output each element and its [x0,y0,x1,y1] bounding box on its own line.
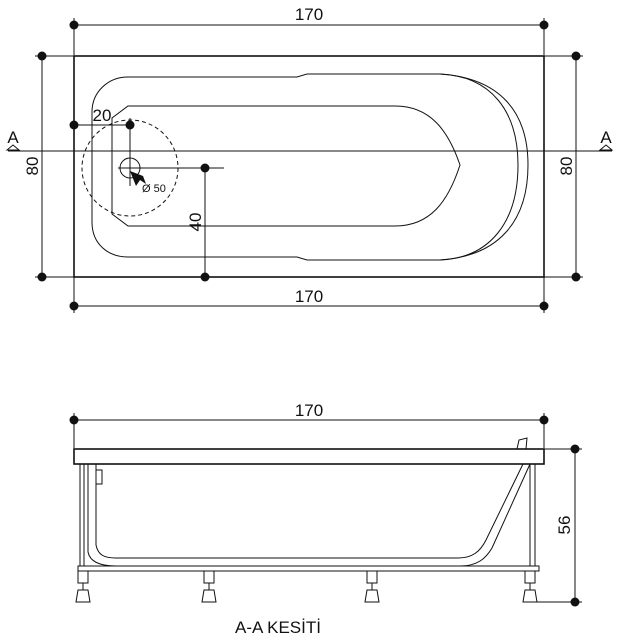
section-marker-right: A [600,128,612,147]
drain-offset-y-dimension: 40 [118,163,224,282]
section-height-dimension: 56 [537,444,582,607]
top-length-dimension: 170 [69,5,549,55]
right-width-label: 80 [557,157,576,176]
section-view: 170 [69,401,582,637]
left-width-dimension: 80 [23,51,74,282]
drain-offset-x-label: 20 [93,106,112,125]
left-width-label: 80 [23,157,42,176]
plan-view: 170 80 80 A A [5,5,614,313]
section-tub-inner-wall [87,463,531,567]
right-width-dimension: 80 [544,51,583,282]
support-leg-3 [364,570,380,603]
drain-offset-y-label: 40 [186,213,205,232]
section-tub-body [95,463,524,559]
section-arrow-right [598,144,614,151]
bottom-length-dimension: 170 [69,277,549,313]
section-length-dimension: 170 [69,401,549,448]
bottom-length-label: 170 [295,287,323,306]
section-rim [73,448,545,465]
tub-end-shell [439,73,529,261]
section-marker-left: A [7,128,19,147]
section-length-label: 170 [295,401,323,420]
drain-offset-x-dimension: 20 [69,106,135,186]
overflow-fitting [95,469,103,485]
overflow-spout [516,437,528,450]
drain-pointer-arrow [130,171,146,186]
tub-basin-outer-outline [91,73,519,261]
section-caption: A-A KESİTİ [235,618,321,637]
section-arrow-left [5,144,21,151]
tub-outer-rim [73,55,545,278]
support-leg-2 [201,570,217,603]
top-length-label: 170 [295,5,323,24]
drain-diameter-label: Ø 50 [142,183,166,195]
section-height-label: 56 [555,516,574,535]
section-line-a-a: A A [5,128,614,152]
frame-bottom-rail [77,565,540,572]
support-leg-1 [75,570,91,603]
tub-basin-inner-outline [111,105,461,227]
support-leg-4 [522,570,538,603]
